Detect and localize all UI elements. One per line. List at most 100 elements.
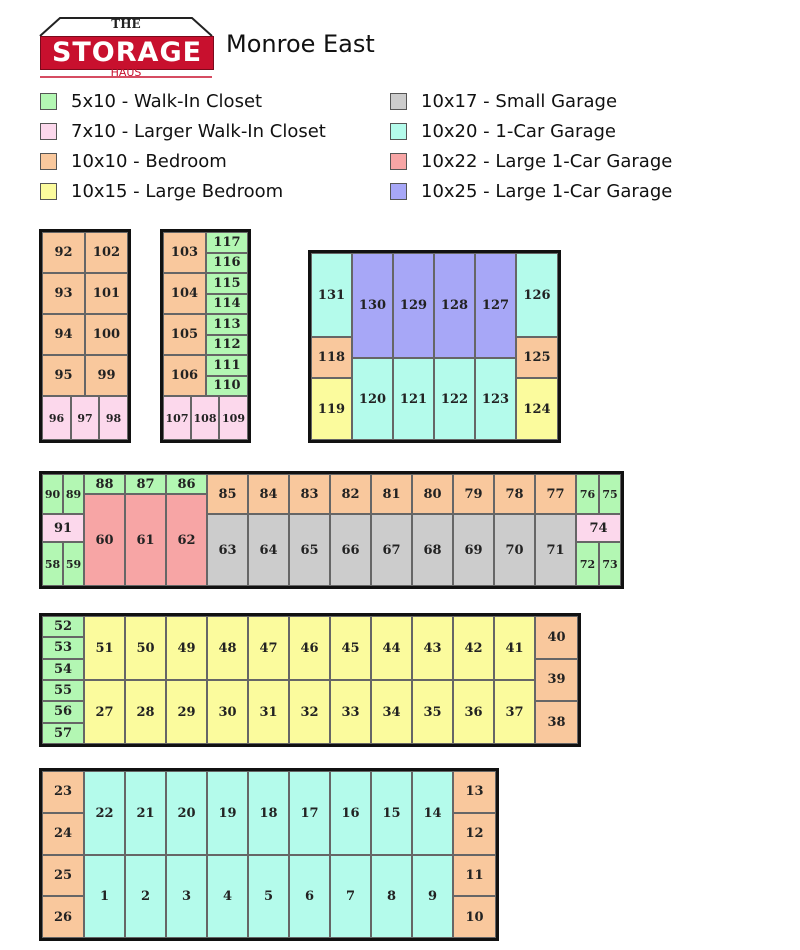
- unit-40[interactable]: 40: [535, 616, 578, 659]
- unit-33[interactable]: 33: [330, 680, 371, 744]
- unit-11[interactable]: 11: [453, 854, 496, 897]
- unit-87[interactable]: 87: [125, 474, 166, 494]
- unit-53[interactable]: 53: [42, 637, 84, 659]
- unit-61[interactable]: 61: [125, 494, 166, 586]
- unit-103[interactable]: 103: [163, 232, 206, 273]
- unit-3[interactable]: 3: [166, 855, 207, 938]
- unit-55[interactable]: 55: [42, 679, 84, 702]
- unit-25[interactable]: 25: [42, 854, 84, 897]
- unit-12[interactable]: 12: [453, 812, 496, 855]
- unit-45[interactable]: 45: [330, 616, 371, 680]
- unit-79[interactable]: 79: [453, 474, 494, 514]
- unit-119[interactable]: 119: [311, 378, 352, 440]
- unit-124[interactable]: 124: [516, 378, 558, 440]
- unit-107[interactable]: 107: [163, 396, 191, 440]
- unit-71[interactable]: 71: [535, 514, 576, 586]
- unit-17[interactable]: 17: [289, 771, 330, 855]
- unit-72[interactable]: 72: [576, 542, 599, 586]
- unit-30[interactable]: 30: [207, 680, 248, 744]
- unit-85[interactable]: 85: [207, 474, 248, 514]
- unit-66[interactable]: 66: [330, 514, 371, 586]
- unit-36[interactable]: 36: [453, 680, 494, 744]
- unit-24[interactable]: 24: [42, 812, 84, 855]
- unit-14[interactable]: 14: [412, 771, 453, 855]
- unit-95[interactable]: 95: [42, 355, 85, 396]
- unit-15[interactable]: 15: [371, 771, 412, 855]
- unit-113[interactable]: 113: [206, 314, 248, 335]
- unit-92[interactable]: 92: [42, 232, 85, 273]
- unit-84[interactable]: 84: [248, 474, 289, 514]
- unit-8[interactable]: 8: [371, 855, 412, 938]
- unit-34[interactable]: 34: [371, 680, 412, 744]
- unit-76[interactable]: 76: [576, 474, 599, 514]
- unit-73[interactable]: 73: [599, 542, 621, 586]
- unit-37[interactable]: 37: [494, 680, 535, 744]
- unit-97[interactable]: 97: [71, 396, 99, 440]
- unit-51[interactable]: 51: [84, 616, 125, 680]
- unit-74[interactable]: 74: [576, 514, 621, 542]
- unit-99[interactable]: 99: [85, 355, 128, 396]
- unit-118[interactable]: 118: [311, 337, 352, 378]
- unit-114[interactable]: 114: [206, 293, 248, 314]
- unit-109[interactable]: 109: [219, 396, 248, 440]
- unit-125[interactable]: 125: [516, 337, 558, 378]
- unit-1[interactable]: 1: [84, 855, 125, 938]
- unit-50[interactable]: 50: [125, 616, 166, 680]
- unit-75[interactable]: 75: [599, 474, 621, 514]
- unit-131[interactable]: 131: [311, 253, 352, 337]
- unit-111[interactable]: 111: [206, 355, 248, 376]
- unit-83[interactable]: 83: [289, 474, 330, 514]
- unit-18[interactable]: 18: [248, 771, 289, 855]
- unit-32[interactable]: 32: [289, 680, 330, 744]
- unit-16[interactable]: 16: [330, 771, 371, 855]
- unit-59[interactable]: 59: [63, 542, 84, 586]
- unit-91[interactable]: 91: [42, 514, 84, 542]
- unit-41[interactable]: 41: [494, 616, 535, 680]
- unit-19[interactable]: 19: [207, 771, 248, 855]
- unit-29[interactable]: 29: [166, 680, 207, 744]
- unit-10[interactable]: 10: [453, 896, 496, 938]
- unit-46[interactable]: 46: [289, 616, 330, 680]
- unit-77[interactable]: 77: [535, 474, 576, 514]
- unit-90[interactable]: 90: [42, 474, 63, 514]
- unit-62[interactable]: 62: [166, 494, 207, 586]
- unit-56[interactable]: 56: [42, 701, 84, 723]
- unit-88[interactable]: 88: [84, 474, 125, 494]
- unit-93[interactable]: 93: [42, 273, 85, 314]
- unit-82[interactable]: 82: [330, 474, 371, 514]
- unit-63[interactable]: 63: [207, 514, 248, 586]
- unit-98[interactable]: 98: [99, 396, 128, 440]
- unit-49[interactable]: 49: [166, 616, 207, 680]
- unit-67[interactable]: 67: [371, 514, 412, 586]
- unit-112[interactable]: 112: [206, 334, 248, 355]
- unit-57[interactable]: 57: [42, 722, 84, 744]
- unit-126[interactable]: 126: [516, 253, 558, 337]
- unit-58[interactable]: 58: [42, 542, 63, 586]
- unit-69[interactable]: 69: [453, 514, 494, 586]
- unit-123[interactable]: 123: [475, 358, 516, 440]
- unit-2[interactable]: 2: [125, 855, 166, 938]
- unit-13[interactable]: 13: [453, 771, 496, 813]
- unit-44[interactable]: 44: [371, 616, 412, 680]
- unit-68[interactable]: 68: [412, 514, 453, 586]
- unit-48[interactable]: 48: [207, 616, 248, 680]
- unit-20[interactable]: 20: [166, 771, 207, 855]
- unit-28[interactable]: 28: [125, 680, 166, 744]
- unit-129[interactable]: 129: [393, 253, 434, 358]
- unit-70[interactable]: 70: [494, 514, 535, 586]
- unit-43[interactable]: 43: [412, 616, 453, 680]
- unit-81[interactable]: 81: [371, 474, 412, 514]
- unit-22[interactable]: 22: [84, 771, 125, 855]
- unit-106[interactable]: 106: [163, 355, 206, 396]
- unit-86[interactable]: 86: [166, 474, 207, 494]
- unit-27[interactable]: 27: [84, 680, 125, 744]
- unit-121[interactable]: 121: [393, 358, 434, 440]
- unit-120[interactable]: 120: [352, 358, 393, 440]
- unit-94[interactable]: 94: [42, 314, 85, 355]
- unit-31[interactable]: 31: [248, 680, 289, 744]
- unit-23[interactable]: 23: [42, 771, 84, 813]
- unit-105[interactable]: 105: [163, 314, 206, 355]
- unit-128[interactable]: 128: [434, 253, 475, 358]
- unit-122[interactable]: 122: [434, 358, 475, 440]
- unit-110[interactable]: 110: [206, 375, 248, 396]
